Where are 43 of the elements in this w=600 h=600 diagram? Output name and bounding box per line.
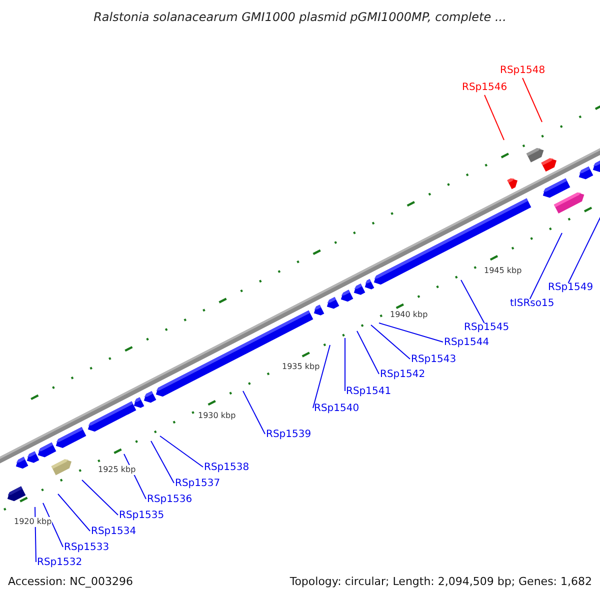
scale-label: 1940 kbp — [390, 310, 428, 320]
gene-label: RSp1534 — [91, 526, 136, 538]
gene-label: RSp1546 — [462, 82, 508, 94]
scale-label: 1935 kbp — [282, 362, 320, 372]
accession-text: Accession: NC_003296 — [8, 575, 134, 588]
gene-label: RSp1539 — [266, 429, 312, 441]
gene-label: RSp1542 — [380, 369, 426, 381]
gene-label: RSp1532 — [37, 557, 82, 569]
leader-line — [529, 232, 562, 300]
gene-label: RSp1545 — [464, 322, 510, 334]
leader-line — [522, 78, 542, 122]
summary-text: Topology: circular; Length: 2,094,509 bp; Genes: 1,682 — [290, 575, 592, 588]
leader-line — [568, 216, 600, 284]
leader-line — [370, 324, 410, 360]
leader-line — [58, 494, 90, 532]
gene-label: tISRso15 — [510, 298, 554, 310]
scale-label: 1930 kbp — [198, 411, 236, 421]
leader-line — [42, 502, 64, 548]
leader-line — [484, 94, 504, 140]
gene-label: RSp1548 — [500, 65, 546, 77]
gene-label: RSp1533 — [64, 542, 110, 554]
scale-label: 1925 kbp — [98, 465, 136, 475]
leader-line — [356, 330, 380, 374]
leader-line — [460, 280, 485, 324]
scale-label: 1945 kbp — [484, 266, 522, 276]
leader-line — [242, 390, 266, 434]
gene-label: RSp1549 — [548, 282, 594, 294]
gene-label: RSp1540 — [314, 403, 360, 415]
leader-line — [82, 480, 118, 516]
gene-label: RSp1538 — [204, 462, 250, 474]
leader-line — [150, 440, 174, 484]
gene-label: RSp1541 — [346, 386, 392, 398]
scale-label: 1920 kbp — [14, 517, 52, 527]
gene-label: RSp1537 — [175, 478, 220, 490]
gene-label: RSp1543 — [411, 354, 456, 366]
gene-label: RSp1535 — [119, 510, 164, 522]
leader-line — [312, 344, 330, 408]
gene-label: RSp1536 — [147, 494, 192, 506]
leader-line — [378, 322, 444, 342]
gene-label: RSp1544 — [444, 337, 490, 349]
leader-line — [344, 338, 346, 392]
title: Ralstonia solanacearum GMI1000 plasmid pGMI1000MP, complete ... — [92, 10, 508, 24]
leader-line — [160, 436, 204, 468]
